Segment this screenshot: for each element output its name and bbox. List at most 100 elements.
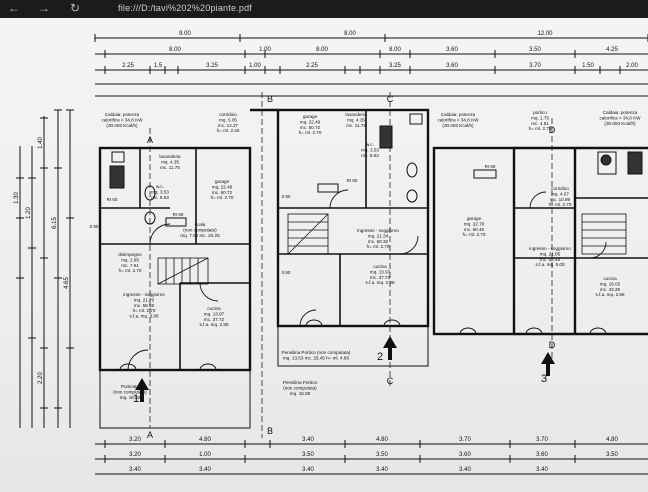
room-label-line: mc. 60.32 [368, 239, 389, 244]
window-mark-4: RI 60 [173, 212, 184, 217]
top-dim-r3-9: 1.50 [582, 63, 594, 69]
room-label-line: corridoio [219, 112, 237, 117]
room-label-line: h= ml. 2.70 [133, 308, 156, 313]
room-label-line: (30.000 Kcal/h) [604, 121, 636, 126]
section-mark-a-top: A [147, 135, 153, 145]
room-label-line: mq. 22.49 [212, 184, 233, 189]
room-label-line: mc. 9.53 [361, 153, 379, 158]
left-dim-3: 1.40 [38, 137, 44, 149]
bottom-dim-r3-5: 3.40 [459, 467, 471, 473]
reload-icon[interactable]: ↻ [70, 1, 81, 15]
pdf-page[interactable]: 9.00 8.00 12.00 8.00 1.00 8.00 8.00 3.60… [0, 18, 648, 492]
top-dim-r3-7: 3.60 [446, 63, 458, 69]
room-label-line: mq. 15.08 [290, 391, 311, 396]
room-label-line: mc. 60.72 [300, 125, 321, 130]
room-label-line: mq. 4.07 [551, 191, 569, 196]
left-dim-5: 4.65 [64, 277, 70, 289]
room-label-line: mc. 12.37 [218, 123, 239, 128]
room-label-line: mq. 4.35 [161, 159, 179, 164]
room-label-line: ingresso - soggiorno [357, 228, 399, 233]
room-label-line: s.f.a. mq. 2.88 [199, 322, 229, 327]
room-label-line: mq. 2.85 [121, 257, 139, 262]
room-label-line: h= ml. 2.70 [367, 244, 390, 249]
room-label-line: mq. 21.70 [134, 297, 155, 302]
room-label-line: disimpegno [118, 252, 142, 257]
bottom-dim-r3-1: 3.40 [129, 467, 141, 473]
room-label-line: mq. 16.02 [600, 281, 621, 286]
top-dim-r3-8: 3.70 [529, 63, 541, 69]
room-label-line: mc. 37.72 [204, 317, 225, 322]
room-label-line: s.f.a. mq. 2.88 [595, 292, 625, 297]
bottom-dim-r2-1: 3.20 [129, 452, 141, 458]
bottom-dim-r1-4: 4.80 [376, 437, 388, 443]
room-label-line: s.f.a. mq. 5.00 [535, 262, 565, 267]
top-dim-r3-1: 2.25 [122, 63, 134, 69]
left-dim-2: 1.20 [26, 207, 32, 219]
room-label-line: h= ml. 2.70 [119, 268, 142, 273]
top-dim-r2-5: 3.60 [446, 47, 458, 53]
top-dim-r2-4: 8.00 [389, 47, 401, 53]
room-label-line: mc. 4.81 [531, 121, 549, 126]
floor-plan-drawing: 9.00 8.00 12.00 8.00 1.00 8.00 8.00 3.60… [14, 31, 648, 475]
browser-toolbar: ← → ↻ file:///D:/tavi%202%20piante.pdf [0, 0, 648, 18]
top-dim-1: 9.00 [179, 31, 191, 37]
bottom-dim-r3-2: 3.40 [199, 467, 211, 473]
room-label-line: s.f.a. mq. 2.88 [365, 280, 395, 285]
section-mark-c-top: C [387, 94, 394, 104]
room-label-line: Porticato [121, 384, 140, 389]
window-mark-5: 0.90 [90, 224, 99, 229]
bottom-dim-r2-7: 3.50 [606, 452, 618, 458]
room-label-line: calorifica > 34,8 KW [438, 117, 480, 122]
room-label-line: mc. 60.45 [464, 227, 485, 232]
room-label-line: Pensilina Portico (non computata) [282, 350, 351, 355]
window-mark-1: RI 60 [107, 197, 118, 202]
room-label-line: (30.000 Kcal/h) [106, 123, 138, 128]
room-label-line: mc. 9.53 [151, 195, 169, 200]
forward-icon[interactable]: → [38, 1, 50, 15]
bottom-dim-r1-1: 3.20 [129, 437, 141, 443]
room-label-line: mc. 58.58 [134, 303, 155, 308]
top-dim-3: 12.00 [537, 31, 553, 37]
room-label-line: Caldaia: potenza [105, 112, 140, 117]
entrance-number-2: 2 [377, 351, 383, 363]
bottom-dim-r1-5: 3.70 [459, 437, 471, 443]
room-label-line: ingresso - soggiorno [123, 292, 165, 297]
room-label-line: mq. 13.97 [204, 311, 225, 316]
room-label-line: (non computata) [283, 385, 317, 390]
room-label-line: h= ml. 2.75 [529, 126, 552, 131]
bottom-dim-r2-3: 3.50 [302, 452, 314, 458]
section-mark-d-bottom: D [549, 340, 556, 350]
room-label-line: mq. 21.85 [540, 251, 561, 256]
room-label-line: mq. 4.35 [347, 117, 365, 122]
top-dim-r2-3: 8.00 [316, 47, 328, 53]
room-label-line: (non computata) [113, 389, 147, 394]
address-bar-url[interactable]: file:///D:/tavi%202%20piante.pdf [118, 3, 252, 13]
room-label-line: mc. 58.48 [540, 257, 561, 262]
room-label-line: cucina [207, 306, 221, 311]
room-label-line: lavanderia [159, 154, 181, 159]
room-label-line: mq. 13.97 [370, 269, 391, 274]
room-label-line: h= ml. 2.70 [211, 195, 234, 200]
room-label-line: mc. 11.75 [160, 165, 180, 170]
room-label-line: s.f.a. mq. 3.88 [129, 314, 159, 319]
room-label-line: calorifica > 34,8 KW [600, 115, 642, 120]
room-label-line: mc. 37.72 [370, 275, 391, 280]
back-icon[interactable]: ← [8, 1, 20, 15]
section-mark-b-top: B [267, 94, 273, 104]
room-label-line: h= ml. 2.70 [299, 130, 322, 135]
room-label-line: mc. 43.25 [600, 287, 621, 292]
bottom-dim-r3-4: 3.40 [376, 467, 388, 473]
left-dim-1: 1.30 [14, 192, 20, 204]
bottom-dim-r2-6: 3.60 [536, 452, 548, 458]
entrance-number-3: 3 [541, 373, 547, 385]
top-dim-r2-7: 4.25 [606, 47, 618, 53]
room-label-line: h= ml. 2.70 [549, 202, 572, 207]
window-mark-3: RI 60 [485, 164, 496, 169]
room-label-line: mq. 13.53 mc. 25.45 h= ml. 4.86 [283, 355, 349, 360]
top-dim-r2-6: 3.50 [529, 47, 541, 53]
room-label-line: garage [467, 216, 482, 221]
top-dim-r3-2: 1.5 [154, 63, 163, 69]
top-dim-r3-4: 1.00 [249, 63, 261, 69]
window-mark-7: 0.90 [282, 270, 291, 275]
top-dim-2: 8.00 [344, 31, 356, 37]
